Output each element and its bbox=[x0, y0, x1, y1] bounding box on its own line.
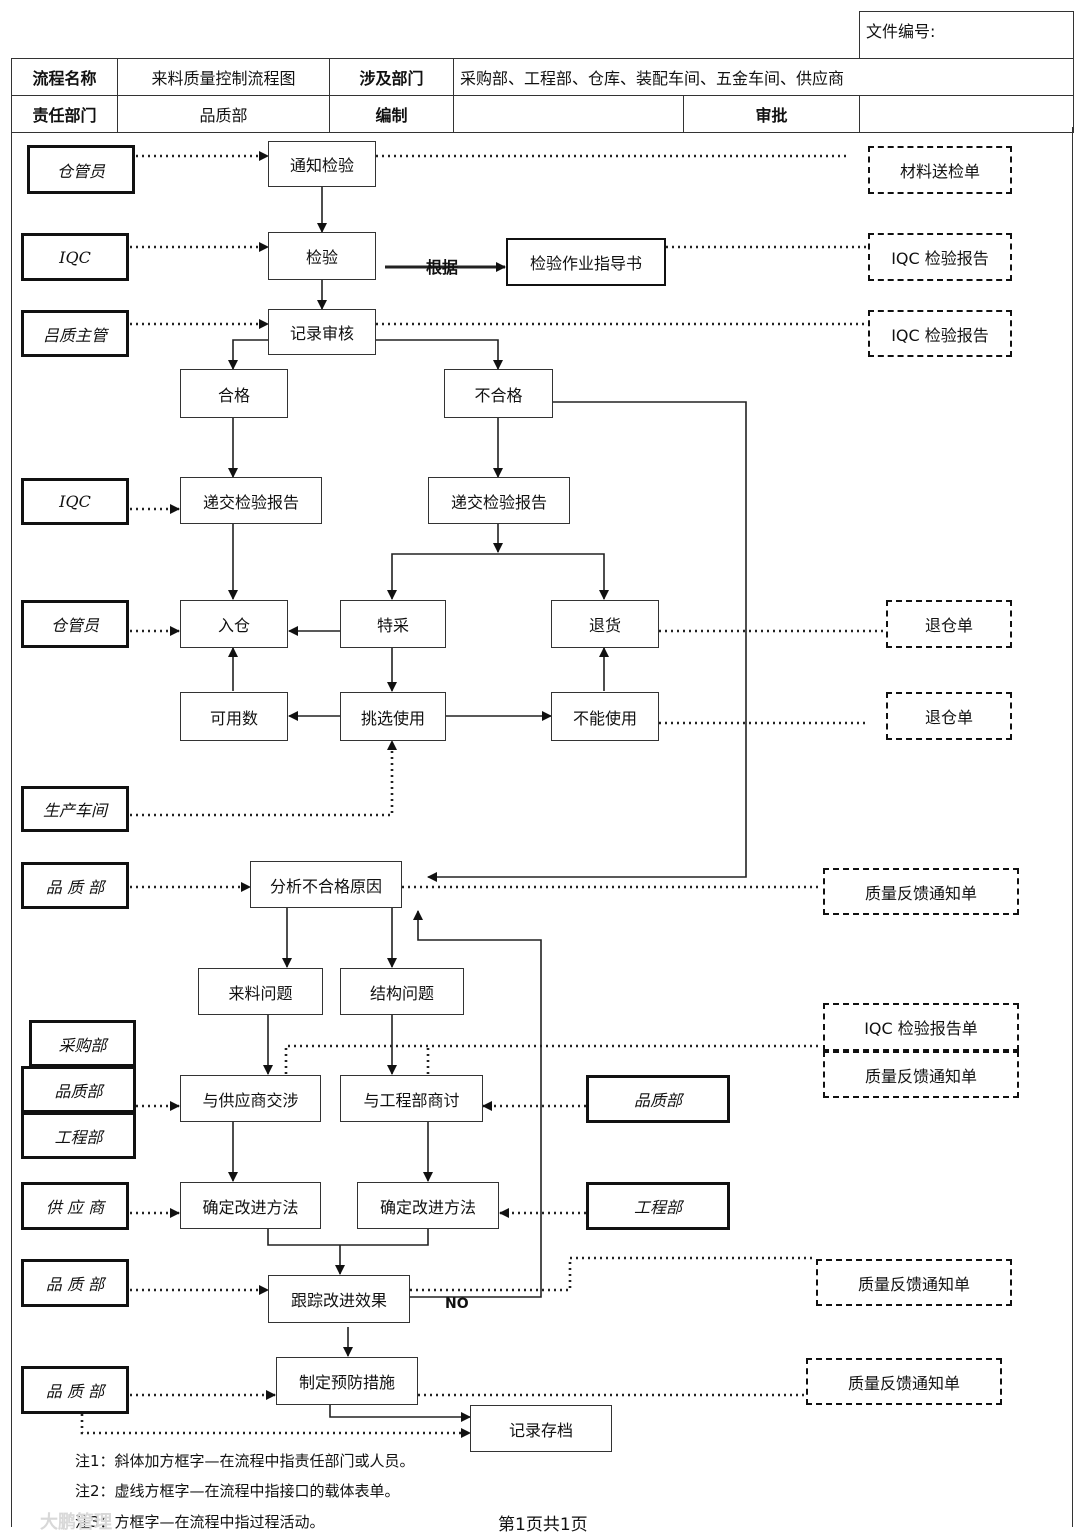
flowchart-frame bbox=[11, 127, 1073, 1527]
submit-report-pass-box: 递交检验报告 bbox=[180, 477, 322, 524]
pass-box: 合格 bbox=[180, 369, 288, 418]
compiled-label: 编制 bbox=[329, 95, 454, 133]
store-box: 入仓 bbox=[180, 600, 288, 648]
arrow-review-pass bbox=[228, 339, 270, 370]
basis-label: 根据 bbox=[426, 258, 459, 277]
responsible-label: 责任部门 bbox=[11, 95, 118, 133]
departments-label: 涉及部门 bbox=[329, 58, 454, 96]
record-review-box: 记录审核 bbox=[268, 309, 376, 355]
arrow-track-no bbox=[410, 910, 542, 1298]
role-quality-dept-2: 品质部 bbox=[21, 1066, 136, 1113]
dot-doc8 bbox=[410, 1256, 816, 1292]
role-iqc-2: IQC bbox=[21, 478, 129, 525]
doc-iqc-report-2: IQC 检验报告 bbox=[868, 310, 1012, 357]
discuss-engineering-box: 与工程部商讨 bbox=[340, 1075, 483, 1122]
merge-methods bbox=[267, 1229, 429, 1246]
arrow-review-fail bbox=[375, 339, 503, 370]
doc-feedback-4: 质量反馈通知单 bbox=[806, 1358, 1002, 1405]
role-warehouse-keeper-2: 仓管员 bbox=[21, 600, 129, 648]
role-quality-dept-3: 品 质 部 bbox=[21, 1259, 129, 1307]
arrow-fail-analyze bbox=[427, 401, 747, 882]
arrow-to-return bbox=[498, 553, 609, 600]
improve-method-1-box: 确定改进方法 bbox=[180, 1182, 321, 1229]
page-footer: 第1页共1页 bbox=[498, 1515, 588, 1535]
approved-label: 审批 bbox=[683, 95, 860, 133]
preventive-measures-box: 制定预防措施 bbox=[276, 1357, 418, 1405]
no-label: NO bbox=[445, 1296, 469, 1312]
fail-box: 不合格 bbox=[444, 369, 553, 418]
departments-value: 采购部、工程部、仓库、装配车间、五金车间、供应商 bbox=[453, 58, 1074, 96]
role-quality-dept-1: 品 质 部 bbox=[21, 862, 129, 909]
notify-inspection-box: 通知检验 bbox=[268, 141, 376, 187]
role-engineering-dept-1: 工程部 bbox=[21, 1112, 136, 1159]
doc-iqc-report-1: IQC 检验报告 bbox=[868, 233, 1012, 281]
negotiate-supplier-box: 与供应商交涉 bbox=[180, 1075, 321, 1122]
header-table: 文件编号: 流程名称 来料质量控制流程图 涉及部门 采购部、工程部、仓库、装配车… bbox=[11, 11, 1074, 133]
role-engineering-dept-right: 工程部 bbox=[586, 1182, 730, 1230]
doc-inspection-request: 材料送检单 bbox=[868, 146, 1012, 194]
responsible-value: 品质部 bbox=[117, 95, 330, 133]
role-iqc-1: IQC bbox=[21, 233, 129, 281]
doc-return-form-1: 退仓单 bbox=[886, 600, 1012, 648]
header-blank bbox=[11, 11, 860, 59]
select-use-box: 挑选使用 bbox=[340, 692, 446, 741]
inspection-guide-box: 检验作业指导书 bbox=[506, 238, 666, 286]
arrow-to-special bbox=[387, 553, 498, 600]
unusable-box: 不能使用 bbox=[551, 692, 659, 741]
doc-feedback-2: 质量反馈通知单 bbox=[823, 1051, 1019, 1098]
role-purchasing-dept: 采购部 bbox=[29, 1020, 136, 1067]
watermark: 大鹏管理 bbox=[40, 1512, 112, 1533]
doc-feedback-3: 质量反馈通知单 bbox=[816, 1259, 1012, 1306]
role-quality-dept-right: 品质部 bbox=[586, 1075, 730, 1123]
return-goods-box: 退货 bbox=[551, 600, 659, 648]
role-quality-supervisor: 吕质主管 bbox=[21, 310, 129, 357]
role-production-workshop: 生产车间 bbox=[21, 786, 129, 832]
doc-feedback-1: 质量反馈通知单 bbox=[823, 868, 1019, 915]
special-purchase-box: 特采 bbox=[340, 600, 446, 648]
inspection-box: 检验 bbox=[268, 232, 376, 280]
record-archive-box: 记录存档 bbox=[470, 1405, 612, 1452]
dot-doc7 bbox=[284, 1044, 822, 1074]
doc-return-form-2: 退仓单 bbox=[886, 692, 1012, 740]
file-number-label: 文件编号: bbox=[859, 11, 1074, 59]
submit-report-fail-box: 递交检验报告 bbox=[428, 477, 570, 524]
note-3: 注3：方框字—在流程中指过程活动。 bbox=[75, 1513, 325, 1531]
improve-method-2-box: 确定改进方法 bbox=[357, 1182, 499, 1229]
role-warehouse-keeper-1: 仓管员 bbox=[27, 145, 135, 194]
role-quality-dept-4: 品 质 部 bbox=[21, 1366, 129, 1414]
approved-value bbox=[859, 95, 1074, 133]
analyze-cause-box: 分析不合格原因 bbox=[250, 861, 402, 908]
process-name: 来料质量控制流程图 bbox=[117, 58, 330, 96]
role-supplier: 供 应 商 bbox=[21, 1182, 129, 1230]
doc-iqc-report-form: IQC 检验报告单 bbox=[823, 1003, 1019, 1051]
track-effect-box: 跟踪改进效果 bbox=[268, 1275, 410, 1323]
usable-qty-box: 可用数 bbox=[180, 692, 288, 741]
dot-role6 bbox=[130, 740, 397, 817]
dot-role14 bbox=[80, 1414, 471, 1438]
material-issue-box: 来料问题 bbox=[198, 968, 323, 1015]
structure-issue-box: 结构问题 bbox=[340, 968, 464, 1015]
note-1: 注1：斜体加方框字—在流程中指责任部门或人员。 bbox=[75, 1452, 415, 1470]
compiled-value bbox=[453, 95, 684, 133]
note-2: 注2：虚线方框字—在流程中指接口的载体表单。 bbox=[75, 1482, 400, 1500]
arrow-prevent-archive bbox=[329, 1405, 471, 1422]
